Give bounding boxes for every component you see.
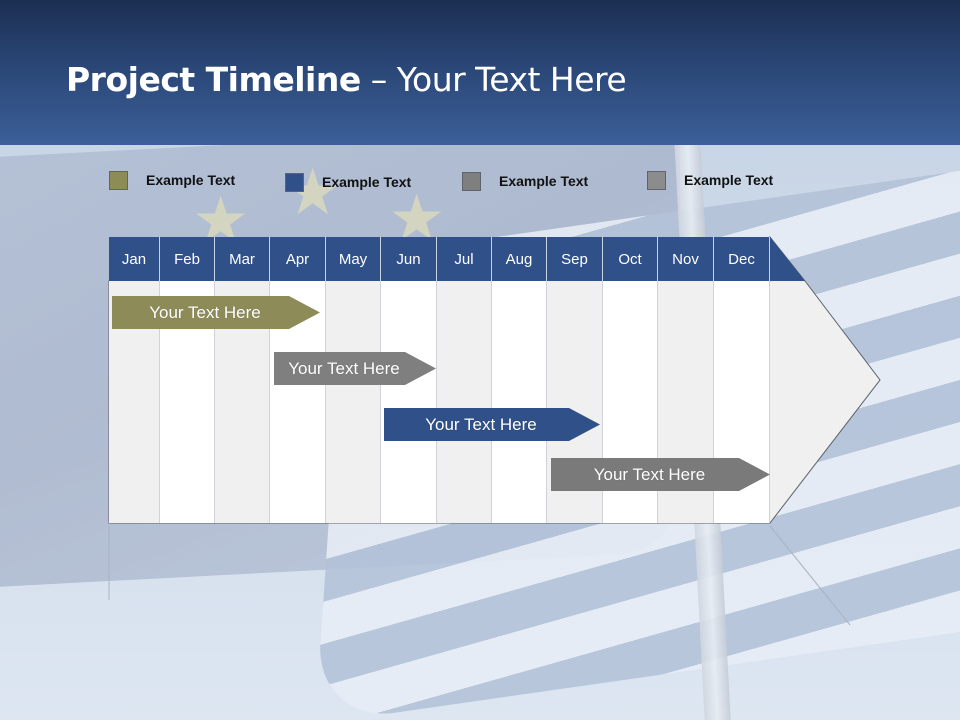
star-icon: ★ [284,156,342,228]
timeline-arrow-header-tip [770,237,805,281]
slide-title-rest: – Your Text Here [360,60,627,99]
legend-label: Example Text [684,172,774,188]
month-label-jun: Jun [381,237,437,281]
slide-title-bold: Project Timeline [66,60,361,99]
month-column-jul [437,281,492,523]
slide-header: Project Timeline – Your Text Here [0,0,960,145]
month-label-nov: Nov [658,237,714,281]
month-label-jul: Jul [437,237,492,281]
month-label-feb: Feb [160,237,215,281]
task-label: Your Text Here [149,302,261,322]
month-column-may [326,281,381,523]
legend-label: Example Text [322,174,412,190]
timeline-task-bar[interactable]: Your Text Here [551,458,770,491]
month-label-aug: Aug [492,237,547,281]
legend-item: Example Text [647,170,773,190]
month-label-sep: Sep [547,237,603,281]
task-label: Your Text Here [288,358,400,378]
month-label-mar: Mar [215,237,270,281]
legend-swatch [462,171,481,191]
reflection-line [769,525,851,626]
month-label-dec: Dec [714,237,770,281]
task-label: Your Text Here [593,464,706,484]
timeline-task-bar[interactable]: Your Text Here [384,408,600,441]
legend-swatch [647,170,666,190]
task-label: Your Text Here [425,414,537,434]
month-label-may: May [326,237,381,281]
legend-item: Example Text [462,171,588,191]
legend-swatch [285,172,304,192]
legend-item: Example Text [109,170,235,190]
month-column-aug [492,281,547,523]
month-label-oct: Oct [603,237,658,281]
timeline-task-bar[interactable]: Your Text Here [274,352,436,385]
legend-item: Example Text [285,172,411,192]
month-label-apr: Apr [270,237,326,281]
legend-label: Example Text [146,172,236,188]
month-column-jun [381,281,437,523]
legend-label: Example Text [499,173,589,189]
month-label-jan: Jan [109,237,160,281]
slide-title: Project Timeline – Your Text Here [66,60,627,99]
timeline-task-bar[interactable]: Your Text Here [112,296,320,329]
legend-swatch [109,170,128,190]
